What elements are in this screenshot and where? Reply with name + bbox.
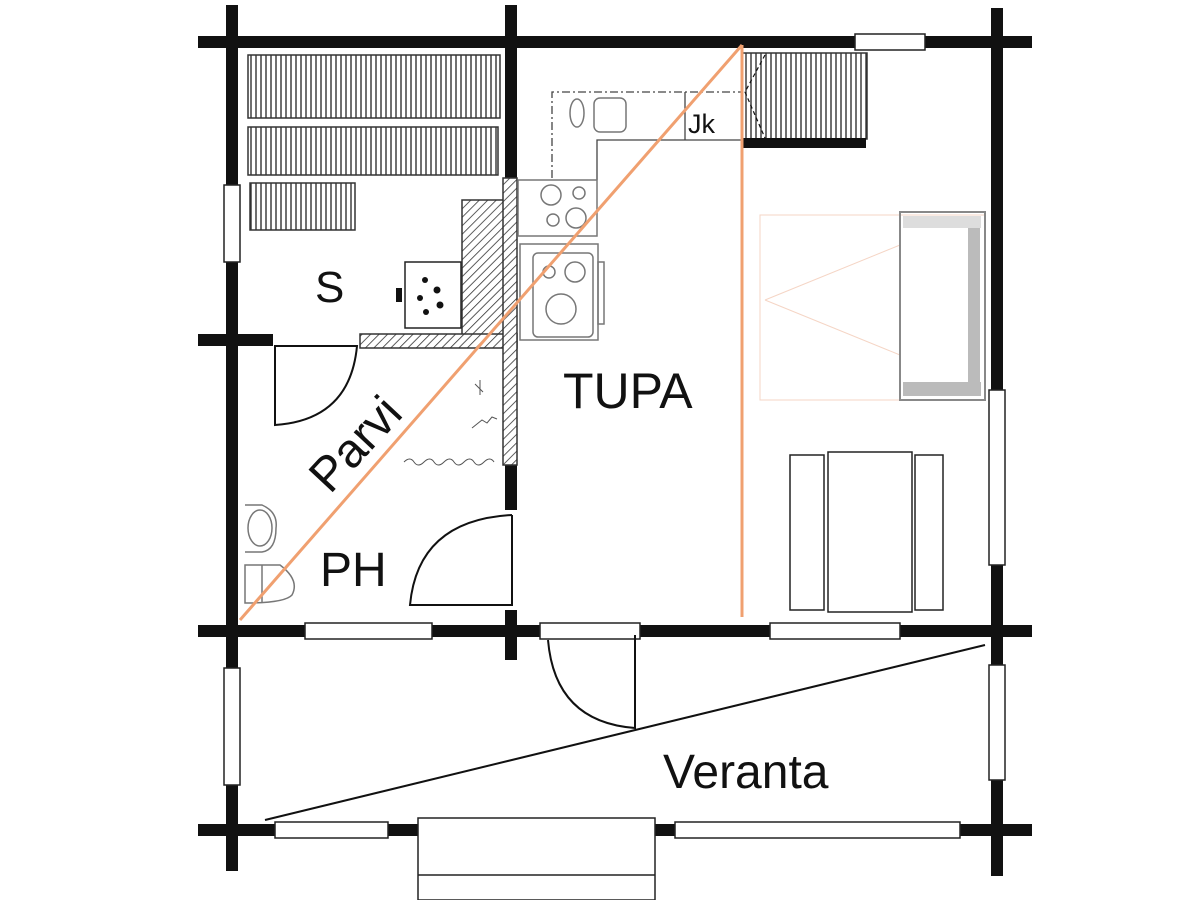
dining-table bbox=[789, 451, 944, 613]
room-label-veranda: Veranta bbox=[663, 746, 829, 799]
doors bbox=[274, 345, 636, 730]
entrance-steps bbox=[417, 817, 656, 900]
windows bbox=[223, 33, 1006, 839]
sauna-benches bbox=[247, 54, 501, 231]
bed bbox=[759, 211, 986, 401]
masonry bbox=[359, 177, 518, 466]
room-label-washroom: PH bbox=[320, 544, 387, 597]
room-label-sauna: S bbox=[315, 263, 344, 312]
kitchen-counter bbox=[517, 91, 742, 341]
room-label-living-room: TUPA bbox=[563, 363, 693, 419]
stairs bbox=[741, 52, 868, 148]
room-label-kitchen-cabinet: Jk bbox=[688, 109, 716, 139]
shower-symbols bbox=[403, 380, 498, 466]
sauna-stove bbox=[396, 261, 462, 329]
loft-outline bbox=[238, 44, 744, 621]
veranda-roof-line bbox=[264, 644, 986, 821]
